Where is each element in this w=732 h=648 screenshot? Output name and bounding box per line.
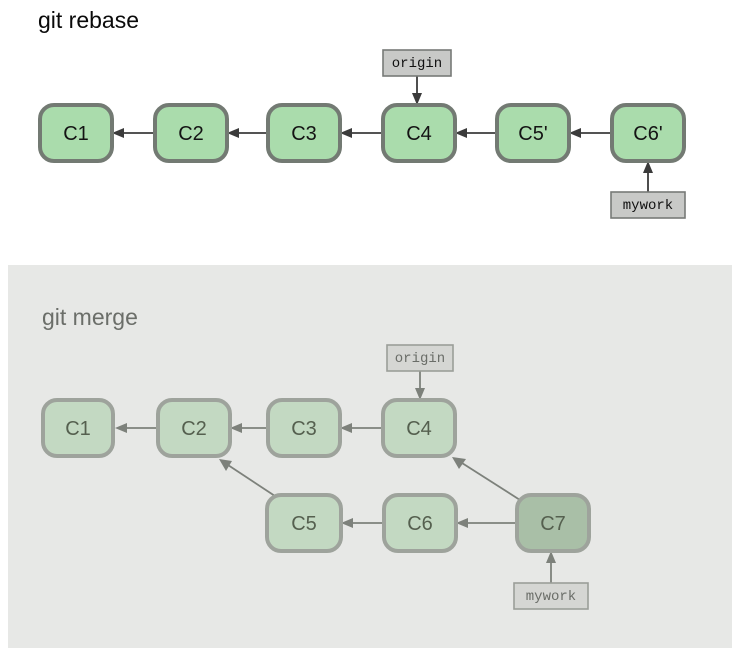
commit-node-c6-prime[interactable]: C6' — [610, 103, 686, 163]
edge-c2-to-c1 — [112, 128, 155, 138]
section-git-merge: git merge — [8, 265, 732, 648]
page-title-rebase: git rebase — [38, 7, 139, 33]
merge-edges — [115, 371, 556, 583]
commit-node-merge-c5[interactable]: C5 — [265, 493, 343, 553]
ref-tag-label: mywork — [623, 198, 673, 214]
rebase-edges — [112, 76, 653, 192]
commit-label: C2 — [178, 123, 204, 145]
commit-node-c4[interactable]: C4 — [381, 103, 457, 163]
edge-c6prime-to-c5prime — [569, 128, 612, 138]
commit-node-c1[interactable]: C1 — [38, 103, 114, 163]
commit-label: C4 — [406, 418, 432, 440]
edge-c4-to-c3 — [340, 128, 383, 138]
commit-node-merge-c6[interactable]: C6 — [382, 493, 458, 553]
edge-merge-c2-to-c1 — [115, 423, 158, 433]
rebase-commit-nodes: C1 C2 C3 C4 C5' C6' — [38, 103, 686, 163]
commit-node-merge-c1[interactable]: C1 — [41, 398, 115, 458]
edge-merge-c7-to-c6 — [456, 518, 517, 528]
ref-tag-merge-origin[interactable]: origin — [386, 344, 454, 372]
commit-node-merge-c4[interactable]: C4 — [381, 398, 457, 458]
commit-label: C5 — [291, 513, 317, 535]
commit-label: C2 — [181, 418, 207, 440]
ref-tag-merge-mywork[interactable]: mywork — [513, 582, 589, 610]
page-title-merge: git merge — [42, 304, 138, 330]
ref-tag-origin[interactable]: origin — [382, 49, 452, 77]
commit-node-c3[interactable]: C3 — [266, 103, 342, 163]
commit-node-merge-c3[interactable]: C3 — [266, 398, 342, 458]
merge-ref-tags: origin mywork — [386, 344, 589, 610]
edge-mywork-to-c6prime — [643, 161, 653, 192]
edge-c3-to-c2 — [227, 128, 268, 138]
commit-label: C3 — [291, 418, 317, 440]
edge-merge-c5-to-c2 — [219, 459, 279, 499]
ref-tag-label: mywork — [526, 589, 576, 605]
edge-merge-c3-to-c2 — [230, 423, 268, 433]
ref-tag-label: origin — [395, 351, 445, 367]
commit-node-c5-prime[interactable]: C5' — [495, 103, 571, 163]
edge-merge-c4-to-c3 — [340, 423, 383, 433]
edge-merge-c6-to-c5 — [341, 518, 384, 528]
edge-merge-c7-to-c4 — [452, 457, 521, 501]
edge-origin-to-c4 — [412, 76, 422, 105]
commit-node-merge-c7[interactable]: C7 — [515, 493, 591, 553]
merge-commit-nodes: C1 C2 C3 C4 C5 C6 — [41, 398, 591, 553]
commit-label: C4 — [406, 123, 432, 145]
commit-label: C1 — [63, 123, 89, 145]
commit-node-c2[interactable]: C2 — [153, 103, 229, 163]
commit-label: C7 — [540, 513, 566, 535]
edge-merge-origin-to-c4 — [415, 371, 425, 400]
commit-label: C6 — [407, 513, 433, 535]
commit-label: C1 — [65, 418, 91, 440]
ref-tag-mywork[interactable]: mywork — [610, 191, 686, 219]
commit-label: C3 — [291, 123, 317, 145]
edge-c5prime-to-c4 — [455, 128, 497, 138]
rebase-ref-tags: origin mywork — [382, 49, 686, 219]
commit-node-merge-c2[interactable]: C2 — [156, 398, 232, 458]
commit-label: C6' — [633, 123, 662, 145]
ref-tag-label: origin — [392, 56, 442, 72]
merge-panel-background — [8, 265, 732, 648]
edge-merge-mywork-to-c7 — [546, 551, 556, 583]
commit-label: C5' — [518, 123, 547, 145]
section-git-rebase: git rebase — [38, 7, 686, 219]
